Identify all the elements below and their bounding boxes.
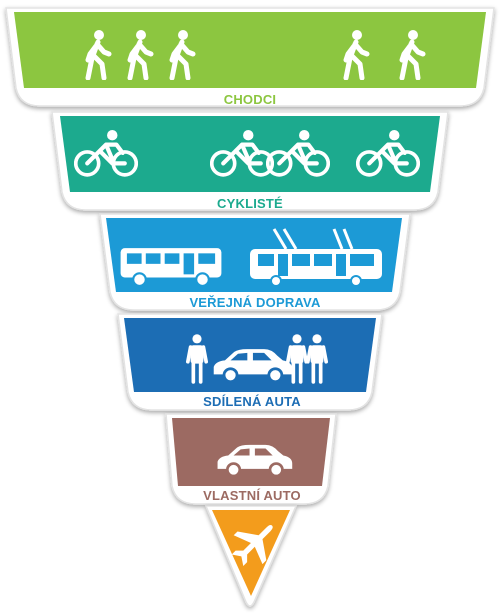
tier-label-vlastni-auto: VLASTNÍ AUTO	[203, 488, 301, 503]
tier-label-verejna-doprava: VEŘEJNÁ DOPRAVA	[189, 295, 321, 310]
tier-letadlo	[204, 505, 298, 607]
tier-sdilena-auta: SDÍLENÁ AUTA	[117, 313, 383, 411]
tier-verejna-doprava: VEŘEJNÁ DOPRAVA	[99, 213, 411, 311]
tier-letadlo-band	[212, 510, 290, 596]
tier-vlastni-auto: VLASTNÍ AUTO	[165, 413, 337, 505]
tier-label-sdilena-auta: SDÍLENÁ AUTA	[203, 394, 301, 409]
tier-label-chodci: CHODCI	[224, 92, 276, 107]
tier-cykliste-band	[60, 116, 440, 192]
tier-label-cykliste: CYKLISTÉ	[217, 196, 283, 211]
tier-cykliste: CYKLISTÉ	[51, 111, 449, 211]
tier-chodci: CHODCI	[5, 7, 495, 107]
